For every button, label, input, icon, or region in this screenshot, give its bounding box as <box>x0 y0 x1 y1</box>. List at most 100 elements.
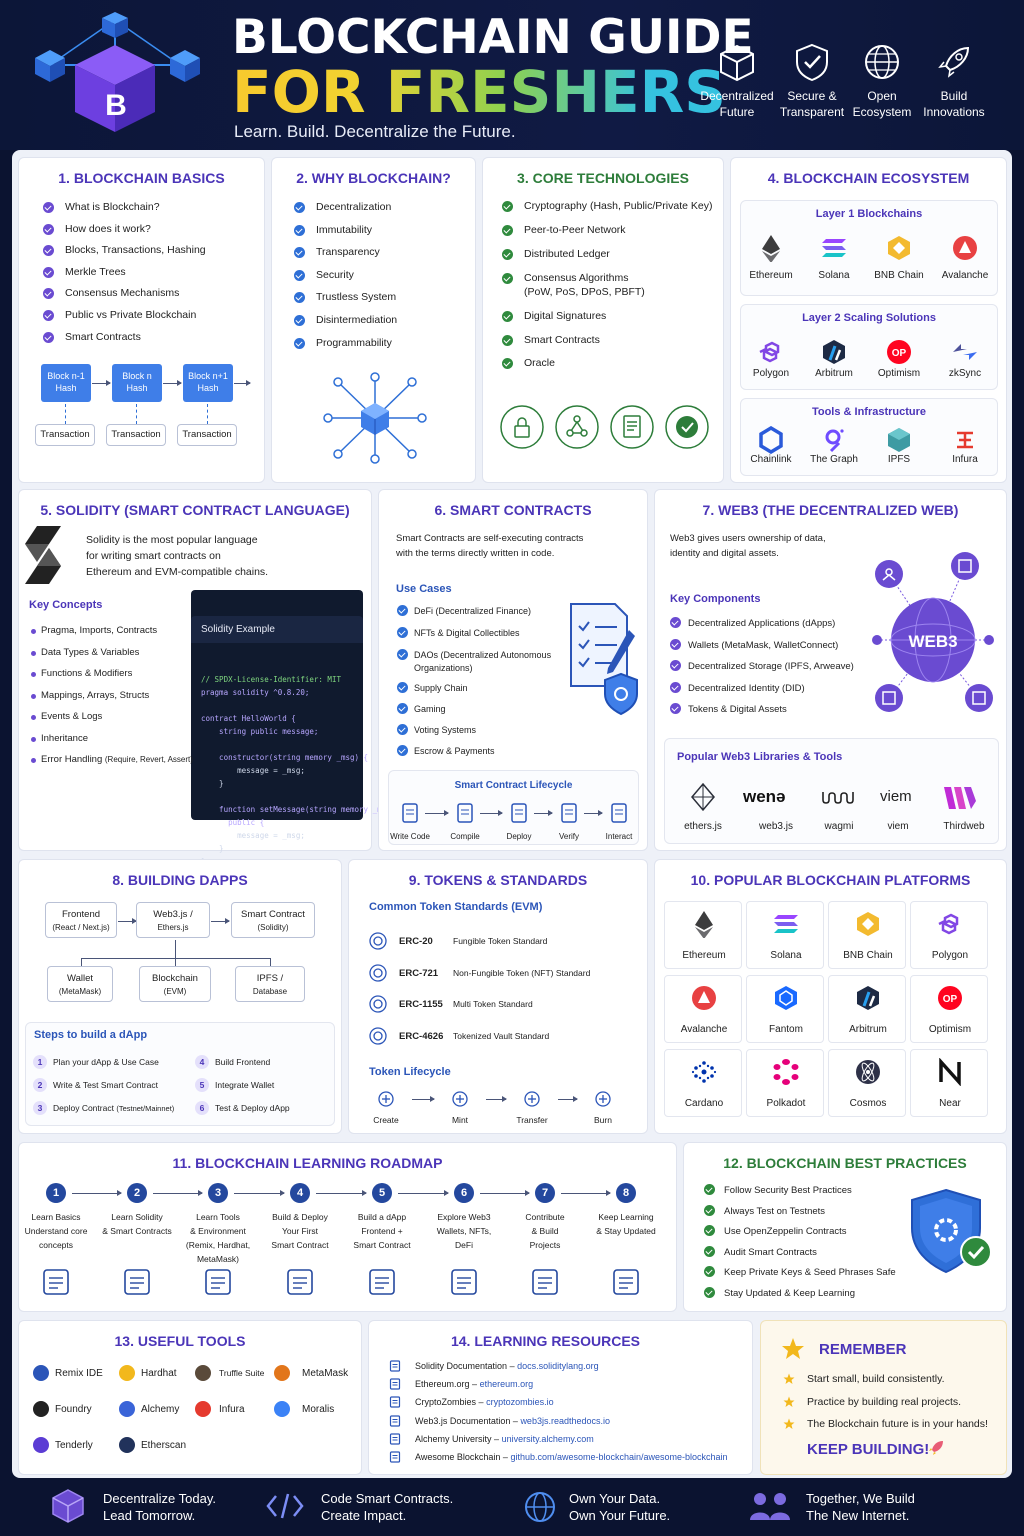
list-item: Decentralized Storage (IPFS, Arweave) <box>688 661 854 672</box>
web3-libraries-panel: Popular Web3 Libraries & Tools <box>664 738 999 844</box>
check-icon <box>294 224 305 236</box>
tech-icons <box>500 405 709 449</box>
resource-link[interactable]: ethereum.org <box>479 1379 534 1390</box>
list-item: Tokens & Digital Assets <box>688 704 787 715</box>
list-item: What is Blockchain? <box>65 201 160 213</box>
section-solidity: 5. SOLIDITY (SMART CONTRACT LANGUAGE) So… <box>18 489 396 866</box>
ecosystem-item: zkSync <box>948 368 982 379</box>
footer-item-2: Code Smart Contracts.Create Impact. <box>321 1491 454 1523</box>
check-icon <box>704 1225 715 1236</box>
architecture-box: Frontend(React / Next.js) <box>45 902 117 938</box>
list-item: Blocks, Transactions, Hashing <box>65 244 206 257</box>
optimism-icon: OP <box>938 986 962 1010</box>
blockchain-cube-logo: B <box>35 12 200 132</box>
platform-tile: Ethereum <box>664 901 742 969</box>
footer: Decentralize Today.Lead Tomorrow. Code S… <box>0 1478 1024 1536</box>
token-lifecycle-icon <box>378 1091 394 1107</box>
resource-link[interactable]: github.com/awesome-blockchain/awesome-bl… <box>510 1452 728 1462</box>
token-standard-code: ERC-721 <box>399 967 439 979</box>
roadmap-step-label: Learn Tools& Environment(Remix, Hardhat,… <box>185 1212 251 1264</box>
lifecycle-step-icon <box>402 803 418 823</box>
list-item: Decentralized Identity (DID) <box>688 682 805 694</box>
check-icon <box>43 245 54 257</box>
code-line: contract HelloWorld { <box>201 714 296 723</box>
footer-item-1: Decentralize Today.Lead Tomorrow. <box>103 1491 216 1523</box>
list-item: NFTs & Digital Collectibles <box>414 628 520 638</box>
document-icon <box>389 1360 401 1372</box>
code-line: function setMessage(string memory _msg) <box>201 805 396 814</box>
ecosystem-item: Polygon <box>752 368 790 379</box>
check-icon <box>502 311 513 322</box>
list-item: Smart Contracts <box>65 330 141 343</box>
the-graph-icon <box>825 429 844 453</box>
token-lifecycle-icon <box>524 1091 540 1107</box>
lifecycle-step-icon <box>561 803 577 823</box>
list-item: Data Types & Variables <box>41 646 140 658</box>
list-item: Keep Private Keys & Seed Phrases Safe <box>724 1267 896 1278</box>
section-title: 8. BUILDING DAPPS <box>112 872 248 888</box>
token-lifecycle-label: Transfer <box>516 1115 548 1125</box>
architecture-box: Web3.js /Ethers.js <box>136 902 210 938</box>
platform-tile: Avalanche <box>664 975 742 1043</box>
check-icon <box>670 703 681 714</box>
resource-link[interactable]: university.alchemy.com <box>501 1433 594 1444</box>
remember-item: Practice by building real projects. <box>807 1395 962 1408</box>
roadmap-step-label: Keep Learning& Stay Updated <box>596 1212 656 1236</box>
cardano-icon <box>691 1061 717 1083</box>
list-item: Pragma, Imports, Contracts <box>41 625 158 636</box>
logo-letter: B <box>105 89 127 122</box>
resource-item: Web3.js Documentation – web3js.readthedo… <box>415 1415 610 1426</box>
keep-building-cta: KEEP BUILDING! <box>807 1441 930 1458</box>
lifecycle-step-label: Deploy <box>506 832 532 841</box>
check-icon <box>502 273 513 284</box>
list-item: Organizations) <box>414 663 473 673</box>
code-line: // SPDX-License-Identifier: MIT <box>201 675 341 684</box>
wagmi-icon <box>822 792 854 804</box>
list-item: Always Test on Testnets <box>724 1205 826 1217</box>
token-standard-code: ERC-4626 <box>399 1030 444 1042</box>
step-label: Integrate Wallet <box>215 1080 275 1090</box>
ecosystem-item: The Graph <box>810 454 858 465</box>
book-icon <box>43 1269 69 1295</box>
token-lifecycle-icon <box>595 1091 611 1107</box>
tool-label: Alchemy <box>141 1404 180 1415</box>
platform-tile: Fantom <box>746 975 824 1043</box>
token-standard-desc: Non-Fungible Token (NFT) Standard <box>453 967 591 978</box>
ecosystem-item: Arbitrum <box>815 368 853 379</box>
token-lifecycle-label: Create <box>373 1115 399 1125</box>
code-line: constructor(string memory _msg) { <box>201 753 369 762</box>
roadmap-step-number: 5 <box>372 1183 392 1203</box>
list-item: Smart Contracts <box>524 334 600 346</box>
list-item: Functions & Modifiers <box>41 668 133 679</box>
section-best-practices: 12. BLOCKCHAIN BEST PRACTICES Follow Sec… <box>683 1142 1007 1312</box>
bullet-icon <box>31 672 36 677</box>
tool-label: MetaMask <box>302 1368 349 1379</box>
cube-icon <box>52 1489 84 1523</box>
check-icon <box>43 202 54 213</box>
star-icon <box>783 1396 795 1407</box>
rocket-icon <box>929 1441 943 1455</box>
polygon-icon <box>759 341 780 363</box>
code-line <box>201 738 353 751</box>
resource-link[interactable]: docs.soliditylang.org <box>517 1361 599 1371</box>
section-title: 11. BLOCKCHAIN LEARNING ROADMAP <box>172 1155 443 1171</box>
section-title: 6. SMART CONTRACTS <box>434 502 592 518</box>
arbitrum-icon <box>857 986 879 1010</box>
resource-link[interactable]: web3js.readthedocs.io <box>520 1415 610 1426</box>
tool-label: Foundry <box>55 1404 92 1415</box>
step-number: 2 <box>33 1078 47 1092</box>
tool-label: Infura <box>219 1404 245 1415</box>
section-smart-contracts: 6. SMART CONTRACTS Smart Contracts are s… <box>378 489 648 851</box>
upload-icon <box>287 1269 313 1295</box>
feature-secure: Secure &Transparent <box>772 42 852 120</box>
web3-library-label: web3.js <box>759 821 793 832</box>
list-item: Decentralized Applications (dApps) <box>688 618 836 629</box>
resource-link[interactable]: cryptozombies.io <box>486 1397 554 1408</box>
check-icon <box>294 315 305 326</box>
star-icon <box>783 1373 795 1384</box>
people-icon <box>532 1269 558 1295</box>
